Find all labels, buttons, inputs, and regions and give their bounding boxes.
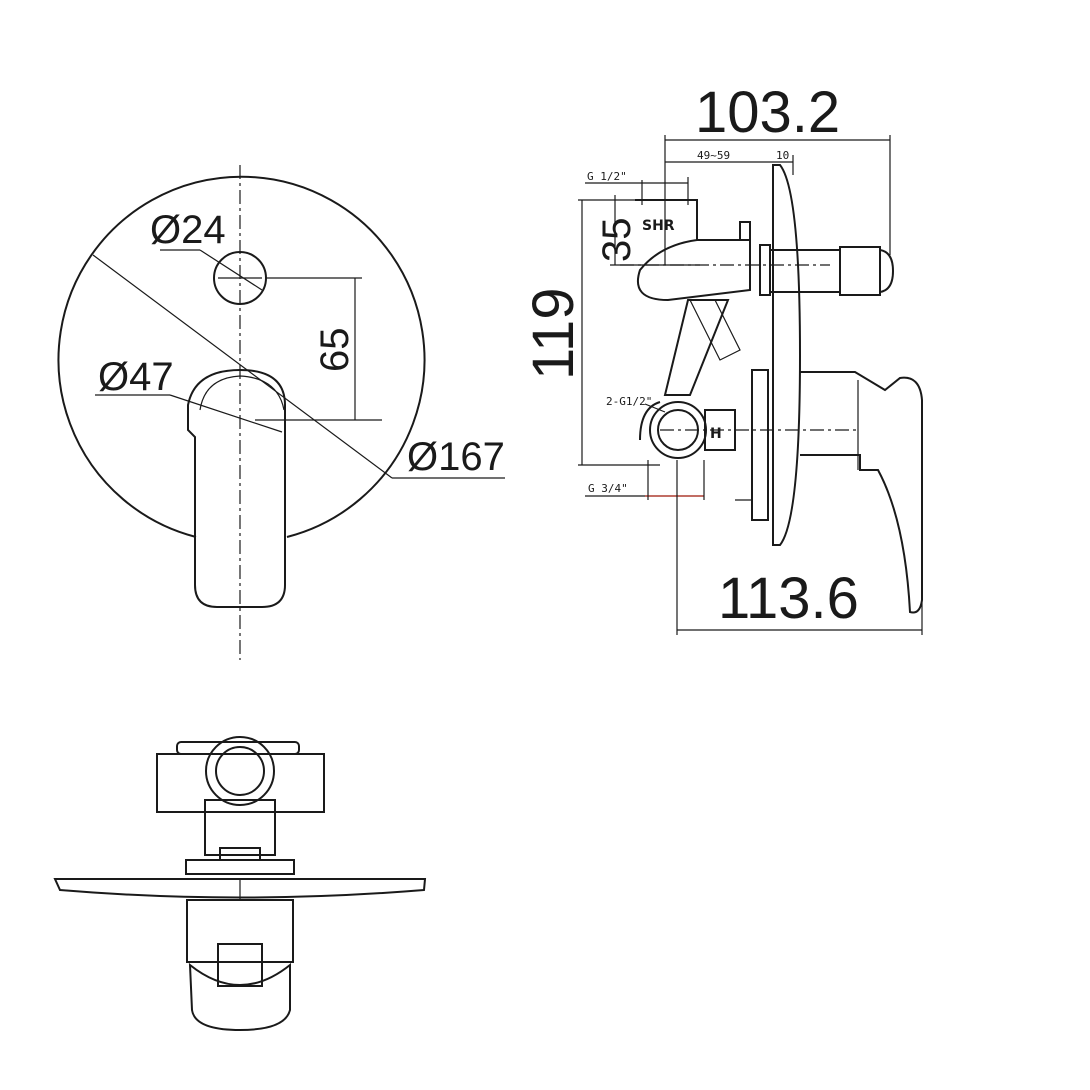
top-cover-plate bbox=[53, 878, 427, 899]
label-2-g12: 2-G1/2" bbox=[606, 395, 652, 408]
label-handle-diameter: Ø47 bbox=[98, 355, 174, 399]
inlet-leader bbox=[644, 403, 666, 413]
diverter-knob-cap bbox=[879, 249, 895, 293]
cartridge-flange bbox=[751, 369, 769, 521]
cover-plate-side bbox=[772, 164, 802, 546]
diverter-collar bbox=[759, 244, 771, 296]
label-10: 10 bbox=[776, 149, 789, 162]
label-103-2: 103.2 bbox=[695, 80, 840, 145]
label-h: H bbox=[710, 426, 722, 442]
handle-outline bbox=[187, 368, 286, 608]
label-plate-diameter: Ø167 bbox=[407, 435, 505, 479]
top-outlet-ring bbox=[205, 736, 275, 806]
top-outlet-inner bbox=[215, 746, 265, 796]
top-handle-stem bbox=[217, 943, 263, 987]
label-diverter-diameter: Ø24 bbox=[150, 208, 226, 252]
body-diagonal-pipe bbox=[663, 299, 730, 396]
top-handle-lever bbox=[188, 962, 291, 1032]
label-shr: SHR bbox=[642, 218, 675, 234]
label-65: 65 bbox=[313, 328, 357, 373]
diverter-stud bbox=[739, 221, 751, 241]
plate-diameter-leader bbox=[92, 254, 393, 479]
handle-bevel bbox=[199, 375, 285, 411]
diverter-knob-side bbox=[839, 246, 881, 296]
shr-outlet-body bbox=[635, 199, 751, 302]
label-113-6: 113.6 bbox=[718, 566, 859, 631]
handle-body-side bbox=[800, 371, 923, 614]
diverter-diameter-leader bbox=[199, 249, 263, 291]
top-view bbox=[53, 736, 427, 1032]
inlet-housing bbox=[639, 401, 661, 441]
top-neck bbox=[204, 799, 276, 856]
label-49-59: 49~59 bbox=[697, 149, 730, 162]
top-gasket bbox=[185, 859, 295, 875]
cover-plate-outline bbox=[57, 175, 426, 538]
top-handle-base bbox=[186, 899, 294, 963]
top-body-block bbox=[156, 753, 325, 813]
label-g-1-2: G 1/2" bbox=[587, 170, 627, 183]
front-view: Ø24 Ø47 Ø167 65 bbox=[57, 165, 505, 660]
label-g-3-4: G 3/4" bbox=[588, 482, 628, 495]
label-35: 35 bbox=[595, 218, 639, 263]
side-view: 103.2 49~59 10 G 1/2" 119 35 SHR bbox=[521, 80, 923, 635]
handle-diameter-leader bbox=[169, 394, 283, 433]
body-brace bbox=[689, 299, 741, 361]
label-119: 119 bbox=[521, 288, 586, 380]
